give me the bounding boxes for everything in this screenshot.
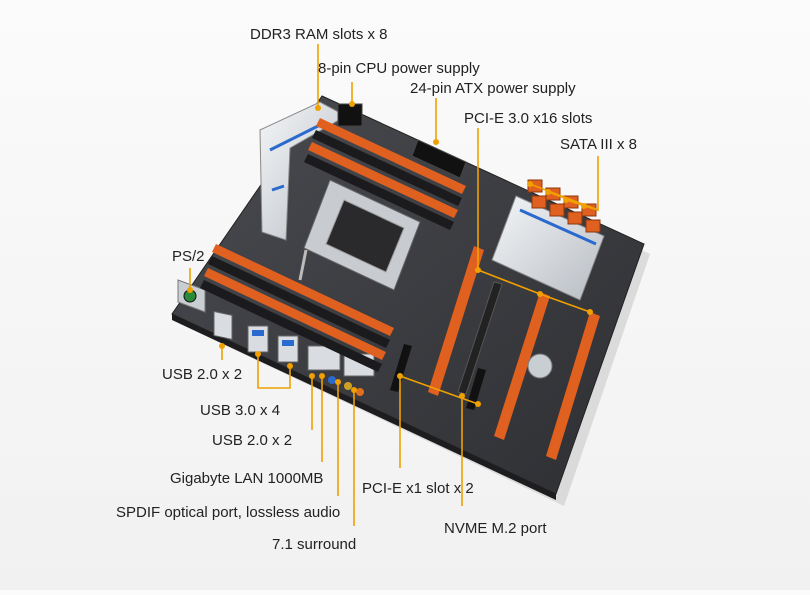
audio-jack-3 [356,388,364,396]
usb-port-1 [213,310,233,340]
label-usb30: USB 3.0 x 4 [200,402,281,419]
usb3-port-2-tongue [282,340,294,346]
ram-slots-upper [304,118,466,230]
label-spdif: SPDIF optical port, lossless audio [116,504,341,521]
label-lan: Gigabyte LAN 1000MB [170,470,324,487]
audio-jack-2 [344,382,352,390]
leader-dots [187,101,593,407]
ram-slots-lower [200,244,394,372]
label-usb20-a: USB 2.0 x 2 [162,366,243,383]
label-ps2: PS/2 [172,248,205,265]
cmos-battery [527,353,553,379]
usb3-port-1-tongue [252,330,264,336]
chipset-blue-stripe [519,208,597,246]
atx-power-connector [411,139,467,179]
m2-slot [457,281,503,395]
cpu-power-connector [337,103,363,127]
pcie-x16-slots [428,246,600,460]
label-pcie16-slots: PCI-E 3.0 x16 slots [464,110,593,127]
vrm-heatsink [259,101,348,241]
label-ddr3-slots: DDR3 RAM slots x 8 [250,26,388,43]
audio-jack-1 [328,376,336,384]
cpu-lever [298,249,308,281]
heatsink-blue-stripe [269,123,321,152]
label-pcie1-slots: PCI-E x1 slot x 2 [362,480,474,497]
leader-lines [189,44,599,526]
cpu-socket-inner [325,199,405,273]
label-usb20-b: USB 2.0 x 2 [212,432,293,449]
heatsink-blue-stripe-2 [271,184,285,192]
label-atx-power: 24-pin ATX power supply [410,80,576,97]
pcb-edge [172,314,556,500]
pcie-x1-slots [390,344,486,410]
usb3-port-1 [247,325,269,353]
label-m2-port: NVME M.2 port [444,520,547,537]
label-surround: 7.1 surround [272,536,357,553]
label-cpu-power: 8-pin CPU power supply [318,60,480,77]
label-sata-ports: SATA III x 8 [560,136,637,153]
usb3-port-2 [277,335,299,363]
